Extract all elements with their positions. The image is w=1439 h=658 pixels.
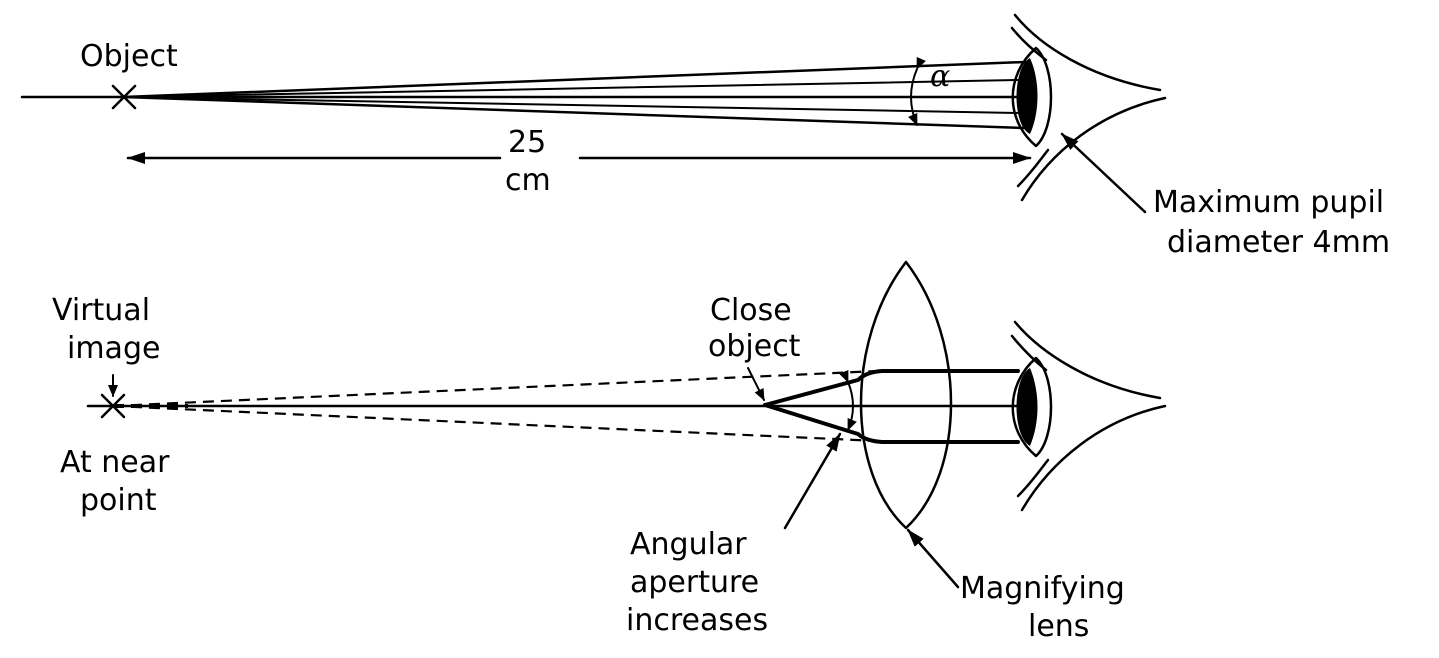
bottom-pupil [1016, 368, 1038, 446]
real-ray-upper [763, 369, 1020, 407]
real-ray-lower [763, 403, 1020, 444]
aperture-label-line1: Angular [630, 527, 747, 562]
bottom-eyelid-lower [1020, 404, 1167, 512]
distance-value: 25 [508, 125, 546, 160]
virtual-ray-upper [112, 369, 879, 408]
alpha-angle-arc [908, 56, 926, 126]
virtual-ray-lower [112, 404, 879, 443]
aperture-label-line2: aperture [630, 565, 759, 600]
near-point-label-line1: At near [60, 445, 170, 480]
close-object-label-line2: object [708, 329, 801, 364]
virtual-image-label-line2: image [67, 331, 160, 366]
top-eyelid-lower [1020, 96, 1167, 202]
aperture-pointer [783, 432, 842, 530]
pupil-label-line1: Maximum pupil [1153, 185, 1384, 220]
magnifying-lens [859, 260, 953, 530]
virtual-image-label-line1: Virtual [52, 293, 150, 328]
alpha-symbol: α [930, 59, 950, 94]
top-lower-ray [122, 95, 1027, 130]
lens-label-line2: lens [1028, 609, 1089, 644]
pupil-label-line2: diameter 4mm [1167, 225, 1390, 260]
object-label: Object [80, 39, 178, 74]
lens-label-line1: Magnifying [960, 571, 1125, 606]
pupil-pointer [1060, 132, 1147, 214]
close-object-pointer [747, 367, 765, 401]
top-diagram: α Object 25 cm Maximum pupil diameter 4m… [20, 13, 1390, 260]
top-pupil [1016, 58, 1038, 134]
top-eyelid-upper [1013, 13, 1162, 92]
distance-unit: cm [505, 163, 551, 198]
top-upper-ray [122, 60, 1027, 99]
close-object-label-line1: Close [710, 293, 792, 328]
near-point-label-line2: point [80, 483, 157, 518]
aperture-label-line3: increases [626, 603, 768, 638]
bottom-eyelid-upper [1013, 320, 1162, 400]
bottom-diagram: Virtual image At near point Close object… [52, 260, 1167, 644]
top-cornea [1011, 46, 1053, 148]
bottom-cornea [1011, 356, 1053, 458]
lens-pointer [906, 528, 960, 589]
aperture-angle-arc [839, 369, 857, 431]
